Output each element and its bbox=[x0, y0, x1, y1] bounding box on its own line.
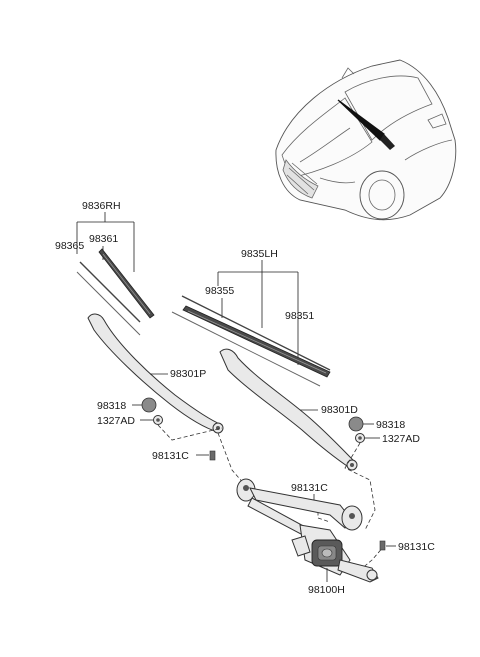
label-bolt-right: 98131C bbox=[398, 541, 435, 553]
label-wiper-blade-lh-insert: 98355 bbox=[205, 285, 234, 297]
label-cap-right: 98318 bbox=[376, 419, 405, 431]
bolt-left bbox=[196, 450, 216, 461]
label-motor-linkage: 98100H bbox=[308, 584, 345, 596]
label-wiper-blade-lh-refill: 98351 bbox=[285, 310, 314, 322]
label-wiper-arm-driver: 98301D bbox=[321, 404, 358, 416]
label-wiper-blade-rh: 9836RH bbox=[82, 200, 121, 212]
label-nut-left: 1327AD bbox=[97, 415, 135, 427]
part-labels: 9836RH 98365 98361 9835LH 98355 98351 98… bbox=[55, 200, 435, 596]
wiper-blade-rh-group bbox=[76, 212, 155, 336]
cap-nut-right bbox=[348, 416, 380, 443]
label-bolt-left: 98131C bbox=[152, 450, 189, 462]
label-wiper-arm-passenger: 98301P bbox=[170, 368, 206, 380]
bolt-right bbox=[379, 540, 396, 551]
wiper-arm-passenger bbox=[87, 313, 224, 434]
label-cap-left: 98318 bbox=[97, 400, 126, 412]
assembly-dashed-lines bbox=[157, 424, 386, 571]
label-wiper-blade-rh-refill: 98361 bbox=[89, 233, 118, 245]
label-bolt-center: 98131C bbox=[291, 482, 328, 494]
motor-linkage-assembly bbox=[236, 478, 379, 583]
label-wiper-blade-rh-insert: 98365 bbox=[55, 240, 84, 252]
cap-nut-left bbox=[132, 397, 163, 425]
wiper-blade-lh-group bbox=[171, 260, 331, 387]
wiper-arm-driver bbox=[219, 348, 358, 471]
label-wiper-blade-lh: 9835LH bbox=[241, 248, 278, 260]
label-nut-right: 1327AD bbox=[382, 433, 420, 445]
vehicle-locator-illustration bbox=[275, 59, 457, 221]
